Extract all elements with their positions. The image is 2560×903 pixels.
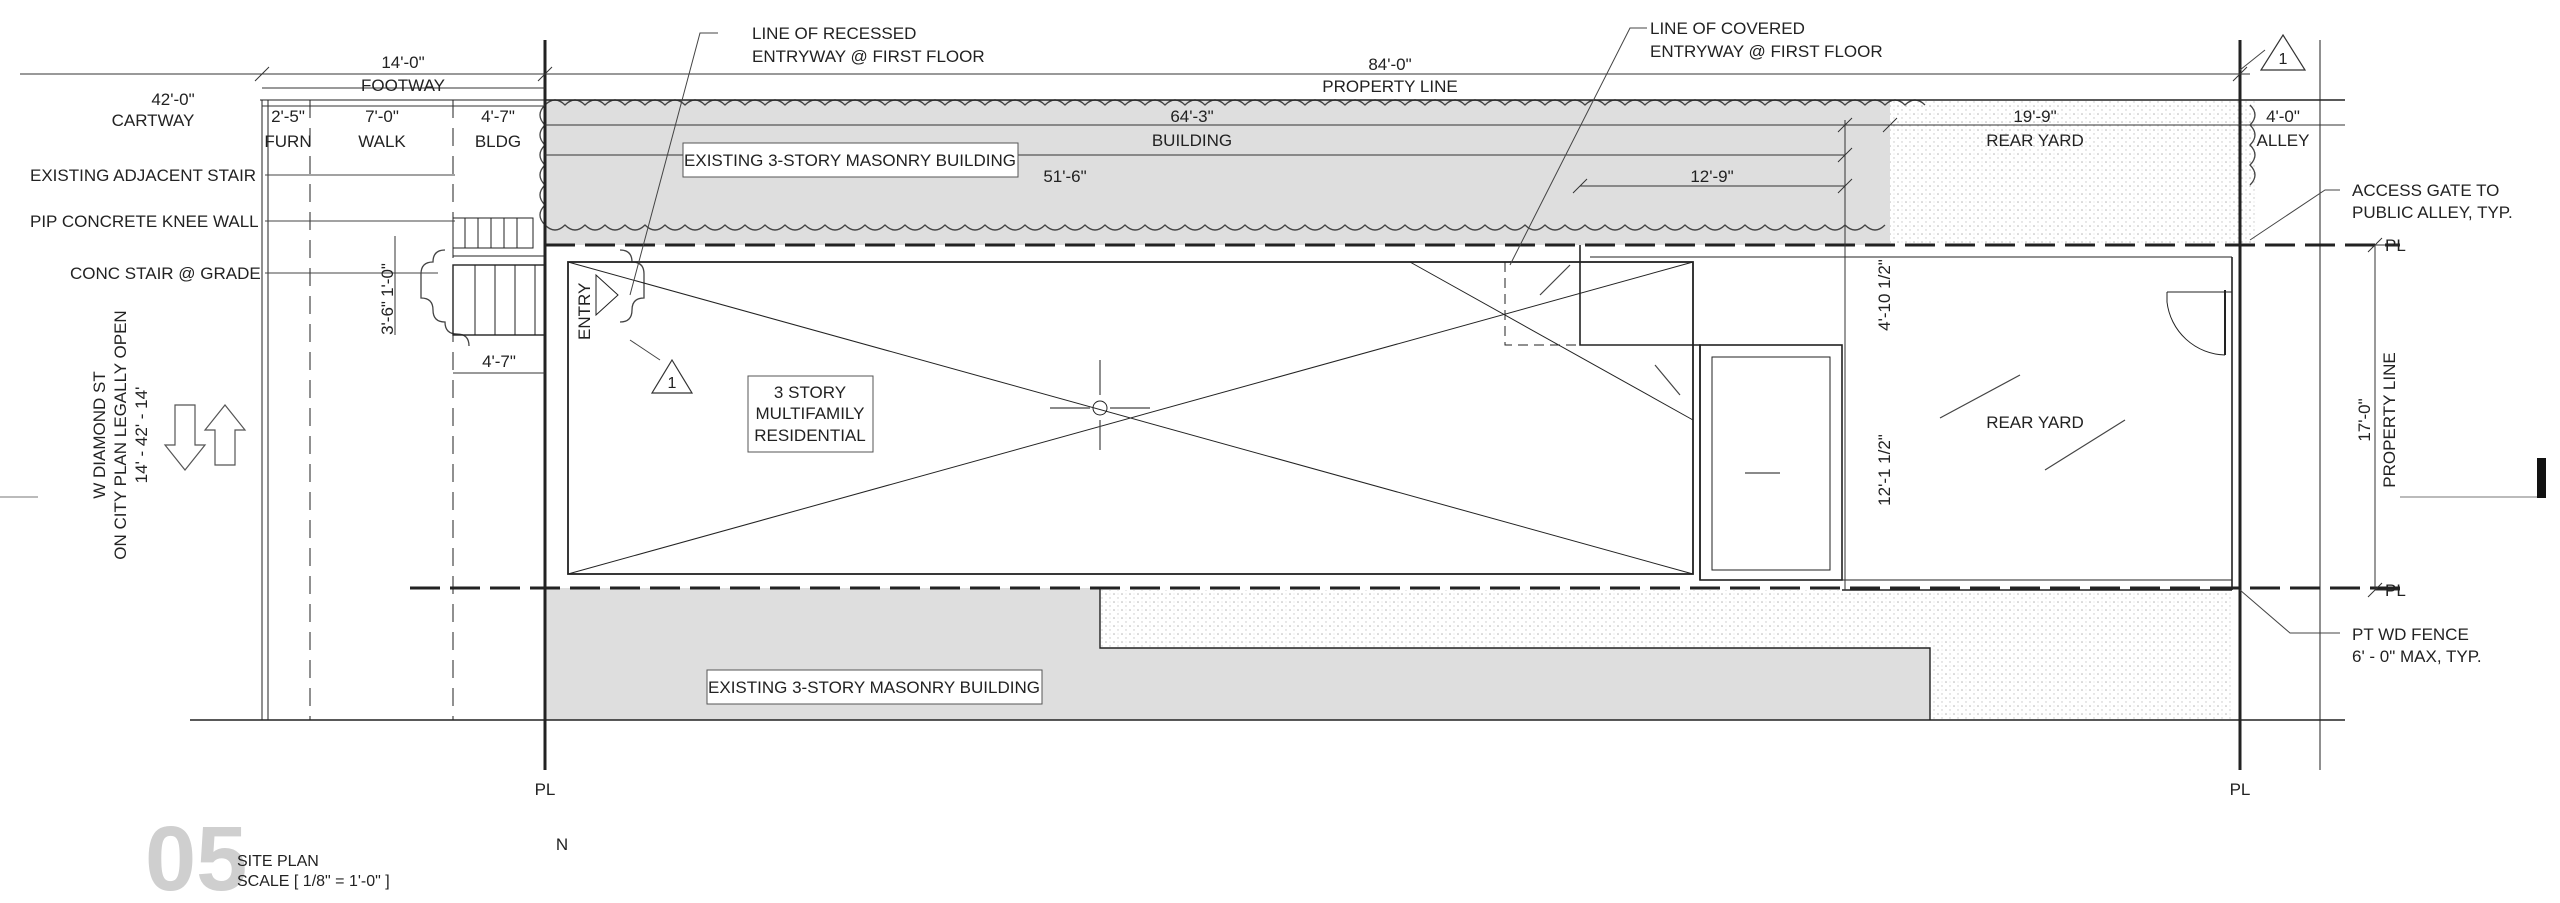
street-width: 14' - 42' - 14' <box>132 387 151 484</box>
building-label-box <box>747 375 874 453</box>
existing-top-box <box>682 142 1019 178</box>
alley-top-fill <box>2240 104 2257 244</box>
dimension-lines <box>20 66 2400 598</box>
dim-12-9: 12'-9" <box>1690 167 1733 186</box>
covered-label-2: ENTRYWAY @ FIRST FLOOR <box>1650 42 1883 61</box>
tag-1-top: 1 <box>2259 33 2307 71</box>
scallop-right <box>2249 104 2256 186</box>
pl-label-front: PL <box>535 780 556 799</box>
dim-4-10: 4'-10 1/2" <box>1875 259 1894 331</box>
drawing-title: SITE PLAN <box>237 853 319 870</box>
leader-lines <box>265 27 2340 634</box>
conc-stair-label: CONC STAIR @ GRADE <box>70 264 261 283</box>
building-label-2: MULTIFAMILY <box>756 404 865 423</box>
existing-bottom-box <box>706 669 1043 705</box>
scallop-mid <box>544 224 1886 231</box>
drawing-scale: SCALE [ 1/8" = 1'-0" ] <box>237 873 390 890</box>
drawing-number: 05 <box>145 808 247 903</box>
building-dim-label: BUILDING <box>1152 131 1232 150</box>
rear-yard-dim: 19'-9" <box>2013 107 2056 126</box>
footway-dim: 14'-0" <box>381 53 424 72</box>
north-label: N <box>556 835 568 854</box>
cartway-label: CARTWAY <box>112 111 195 130</box>
recessed-label-2: ENTRYWAY @ FIRST FLOOR <box>752 47 985 66</box>
tag-1-entry-label: 1 <box>668 375 677 392</box>
dim-51-6: 51'-6" <box>1043 167 1086 186</box>
dim-4-7-stair: 4'-7" <box>482 352 516 371</box>
dim-17-0: 17'-0" <box>2355 398 2374 441</box>
rear-yard-dim-label: REAR YARD <box>1986 131 2084 150</box>
access-gate-label-1: ACCESS GATE TO <box>2352 181 2499 200</box>
dim-1-0: 1'-0" <box>378 263 397 297</box>
property-line-dim: 84'-0" <box>1368 55 1411 74</box>
walk-label: WALK <box>358 132 406 151</box>
recessed-label-1: LINE OF RECESSED <box>752 24 916 43</box>
alley-label: ALLEY <box>2257 131 2310 150</box>
covered-label-1: LINE OF COVERED <box>1650 19 1805 38</box>
bldg-dim: 4'-7" <box>481 107 515 126</box>
pip-knee-wall-label: PIP CONCRETE KNEE WALL <box>30 212 259 231</box>
pl-label-top: PL <box>2385 236 2406 255</box>
pl-label-bottom: PL <box>2385 581 2406 600</box>
property-line-vertical-label: PROPERTY LINE <box>2380 352 2399 487</box>
existing-building-bottom-label: EXISTING 3-STORY MASONRY BUILDING <box>708 678 1040 697</box>
flow-arrows <box>1050 264 2126 474</box>
text-labels: 42'-0" CARTWAY 14'-0" FOOTWAY 2'-5" FURN… <box>30 19 2513 854</box>
street-status: ON CITY PLAN LEGALLY OPEN <box>111 310 130 559</box>
cartway-dim: 42'-0" <box>151 90 194 109</box>
walk-dim: 7'-0" <box>365 107 399 126</box>
footway-label: FOOTWAY <box>361 76 445 95</box>
tag-1-top-label: 1 <box>2279 51 2288 68</box>
dim-12-1: 12'-1 1/2" <box>1875 434 1894 506</box>
entry-label: ENTRY <box>575 283 594 340</box>
rear-yard-bottom-fill <box>1100 590 2232 720</box>
furn-dim: 2'-5" <box>271 107 305 126</box>
furn-label: FURN <box>264 132 311 151</box>
margin-bar-right <box>2537 458 2546 498</box>
rear-yard-top-fill <box>1890 100 2255 245</box>
fence-label-1: PT WD FENCE <box>2352 625 2469 644</box>
building-dim: 64'-3" <box>1170 107 1213 126</box>
fence-label-2: 6' - 0" MAX, TYP. <box>2352 647 2482 666</box>
access-gate-label-2: PUBLIC ALLEY, TYP. <box>2352 203 2513 222</box>
pl-label-rear: PL <box>2230 780 2251 799</box>
scallop-stair <box>420 249 645 347</box>
bldg-label: BLDG <box>475 132 521 151</box>
street-name: W DIAMOND ST <box>90 371 109 499</box>
traffic-arrows <box>163 404 247 471</box>
building-label-3: RESIDENTIAL <box>754 426 865 445</box>
tag-1-entry: 1 <box>650 358 694 394</box>
existing-building-top-label: EXISTING 3-STORY MASONRY BUILDING <box>684 151 1016 170</box>
property-line-label: PROPERTY LINE <box>1322 77 1457 96</box>
alley-dim: 4'-0" <box>2266 107 2300 126</box>
dim-3-6: 3'-6" <box>378 301 397 335</box>
existing-adjacent-stair-label: EXISTING ADJACENT STAIR <box>30 166 256 185</box>
linework <box>190 40 2400 770</box>
building-label-1: 3 STORY <box>774 383 846 402</box>
rear-yard-label: REAR YARD <box>1986 413 2084 432</box>
